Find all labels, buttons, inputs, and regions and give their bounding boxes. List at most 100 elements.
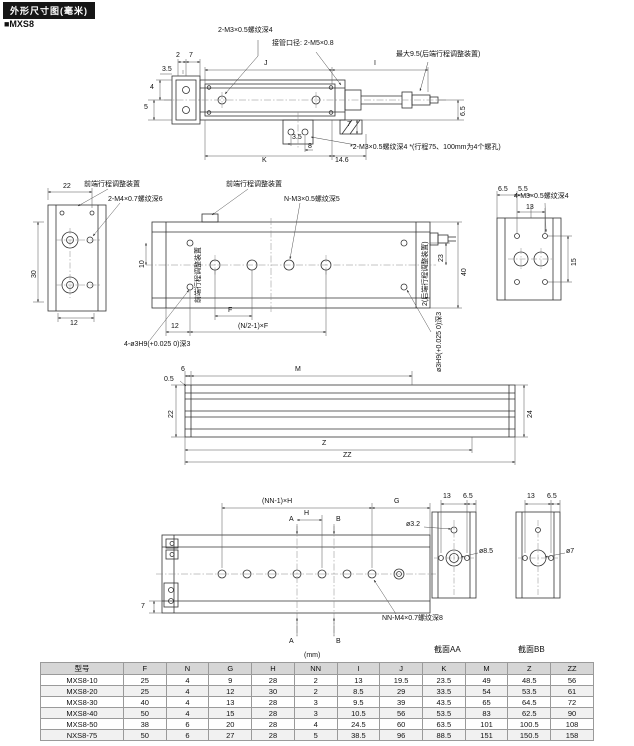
- pin-hole-annotation: ø3H9(+0.025 0)深3: [436, 311, 443, 372]
- col-header: ZZ: [550, 662, 594, 675]
- table-cell: 6: [165, 729, 210, 741]
- table-cell: 28: [251, 729, 295, 741]
- table-cell: 23.5: [421, 674, 466, 686]
- table-cell: 4: [165, 674, 210, 686]
- table-cell: 28: [251, 718, 295, 730]
- table-cell: 2: [293, 685, 338, 697]
- dim-label: 7: [347, 121, 351, 128]
- table-cell: 25: [122, 674, 167, 686]
- star-thread-annotation: *2-M3×0.5螺纹深4 *(行程75、100mm为4个螺孔): [350, 144, 501, 151]
- table-cell: 96: [379, 729, 423, 741]
- dim-label: H: [304, 510, 310, 517]
- dim-label: 3.5: [162, 66, 172, 73]
- model-cell: MXS8-40: [40, 707, 124, 719]
- strip-view-dimensions: [171, 371, 528, 465]
- table-cell: 10.5: [336, 707, 381, 719]
- table-cell: 56: [379, 707, 423, 719]
- dim-label: 6.5: [547, 493, 557, 500]
- dim-label: 4: [150, 84, 154, 91]
- dim-label: 40: [461, 268, 468, 276]
- table-cell: 30: [251, 685, 295, 697]
- col-header: I: [336, 662, 381, 675]
- table-cell: 158: [550, 729, 594, 741]
- table-cell: 88.5: [421, 729, 466, 741]
- dim-label: 6.5: [498, 186, 508, 193]
- table-cell: 150.5: [507, 729, 552, 741]
- col-header: NN: [293, 662, 338, 675]
- dim-label: 22: [168, 410, 175, 418]
- pin-hole-annotation: 4-ø3H9(+0.025 0)深3: [124, 341, 191, 348]
- table-cell: 100.5: [507, 718, 552, 730]
- dim-label: 7: [141, 603, 145, 610]
- top-view-centerlines: [164, 92, 446, 148]
- table-cell: 53.5: [507, 685, 552, 697]
- col-header: Z: [507, 662, 552, 675]
- diameter-label: ø7: [566, 548, 575, 555]
- table-cell: 2: [293, 674, 338, 686]
- section-bb-centerlines: [518, 520, 558, 596]
- col-header: M: [464, 662, 509, 675]
- model-cell: NXS8-75: [40, 729, 124, 741]
- thread-annotation: NN-M4×0.7螺纹深8: [382, 615, 443, 622]
- table-cell: 3: [293, 696, 338, 708]
- col-header: H: [251, 662, 295, 675]
- section-bb-dimensions: [524, 500, 566, 558]
- dim-label: 10: [139, 260, 146, 268]
- table-cell: 24.5: [336, 718, 381, 730]
- table-cell: 40: [122, 696, 167, 708]
- table-cell: 15: [208, 707, 253, 719]
- dim-label: 12: [171, 323, 179, 330]
- table-cell: 43.5: [421, 696, 466, 708]
- table-cell: 3: [293, 707, 338, 719]
- section-aa-caption: 截面AA: [434, 645, 461, 654]
- left-end-view-centerlines: [56, 228, 100, 298]
- dim-label: 5: [144, 104, 148, 111]
- table-cell: 72: [550, 696, 594, 708]
- table-cell: 48.5: [507, 674, 552, 686]
- col-header: F: [122, 662, 167, 675]
- model-cell: MXS8-20: [40, 685, 124, 697]
- table-cell: 50: [122, 729, 167, 741]
- top-view-dimensions: [148, 59, 464, 160]
- table-cell: 65: [464, 696, 509, 708]
- table-cell: 64.5: [507, 696, 552, 708]
- dim-label: 23: [438, 254, 445, 262]
- table-cell: 39: [379, 696, 423, 708]
- front-adjuster-annotation: 前端行程调整装置: [195, 247, 202, 303]
- table-cell: 4: [165, 696, 210, 708]
- table-cell: 4: [165, 685, 210, 697]
- dim-label: 13: [526, 204, 534, 211]
- table-cell: 61: [550, 685, 594, 697]
- table-cell: 53.5: [421, 707, 466, 719]
- table-cell: 4: [293, 718, 338, 730]
- dim-label: 14.6: [335, 157, 349, 164]
- table-cell: 29: [379, 685, 423, 697]
- table-cell: 90: [550, 707, 594, 719]
- table-cell: 56: [550, 674, 594, 686]
- dim-label: 13: [527, 493, 535, 500]
- section-mark-label: B: [336, 638, 341, 645]
- table-cell: 4: [165, 707, 210, 719]
- section-mark-label: B: [336, 516, 341, 523]
- technical-drawings: [33, 40, 572, 638]
- table-cell: 49: [464, 674, 509, 686]
- dim-label: ZZ: [343, 452, 352, 459]
- right-end-view-centerlines: [508, 248, 554, 270]
- dim-label: I: [374, 60, 376, 67]
- table-cell: 8.5: [336, 685, 381, 697]
- table-cell: 101: [464, 718, 509, 730]
- dim-label: 5.5: [518, 186, 528, 193]
- section-mark-label: A: [289, 638, 294, 645]
- diameter-label: ø3.2: [406, 521, 421, 528]
- table-cell: 6: [165, 718, 210, 730]
- table-cell: 38: [122, 718, 167, 730]
- table-cell: 13: [336, 674, 381, 686]
- dim-label: M: [295, 366, 301, 373]
- table-cell: 13: [208, 696, 253, 708]
